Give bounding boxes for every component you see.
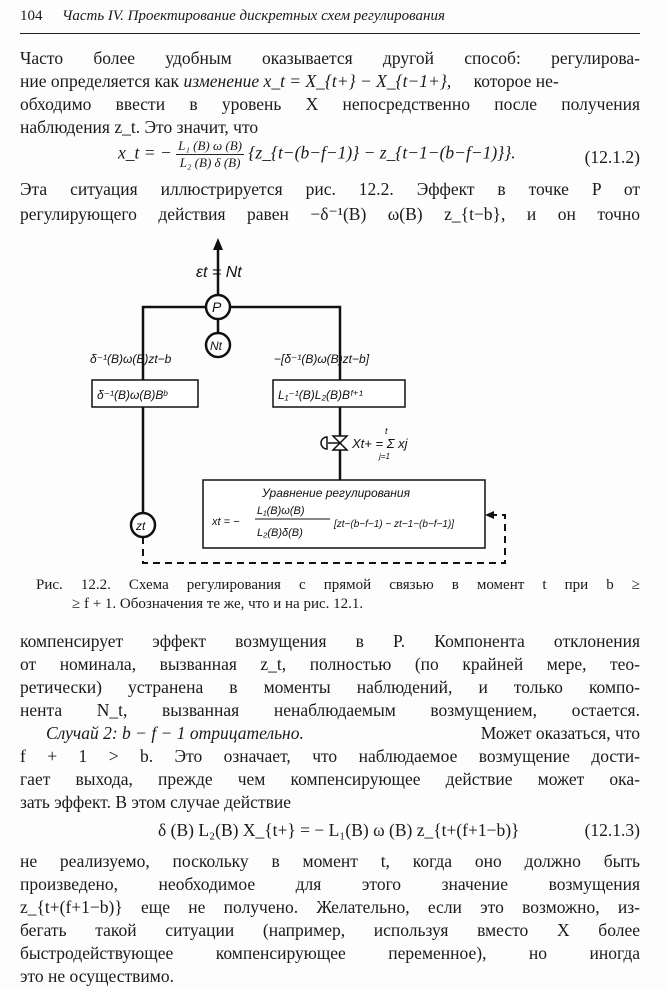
svg-text:j=1: j=1 bbox=[378, 452, 390, 461]
valve-label: Xt+ = Σ xj bbox=[351, 436, 409, 451]
text-line: регулирующего действия равен −δ⁻¹(B) ω(B… bbox=[20, 204, 640, 224]
text-line: зать эффект. В этом случае действие bbox=[20, 792, 291, 812]
text-line: произведено, необходимое для этого значе… bbox=[20, 874, 640, 894]
figure-caption: Рис. 12.2. Схема регулирования с прямой … bbox=[36, 577, 640, 593]
running-header: Часть IV. Проектирование дискретных схем… bbox=[62, 8, 445, 24]
svg-text:xt = −: xt = − bbox=[211, 516, 240, 528]
equation-12-1-3: δ (B) L₂(B) X_{t+} = − L₁(B) ω (B) z_{t+… bbox=[158, 820, 520, 840]
text-line: ретически) устранена в моменты наблюдени… bbox=[20, 677, 640, 697]
text-line: f + 1 > b. Это означает, что наблюдаемое… bbox=[20, 746, 640, 766]
node-z: zt bbox=[135, 519, 146, 533]
svg-text:[zt−(b−f−1) − zt−1−(b−f−1)]: [zt−(b−f−1) − zt−1−(b−f−1)] bbox=[333, 519, 454, 530]
left-box-text: δ⁻¹(B)ω(B)Bᵇ bbox=[97, 388, 168, 402]
page-number: 104 bbox=[20, 8, 43, 24]
svg-text:L₂(B)δ(B): L₂(B)δ(B) bbox=[257, 527, 303, 539]
figure-caption: ≥ f + 1. Обозначения те же, что и на рис… bbox=[72, 596, 364, 612]
text-line: быстродействующее компенсирующее перемен… bbox=[20, 943, 640, 963]
text-line: Часто более удобным оказывается другой с… bbox=[20, 48, 640, 68]
text-line: ние определяется как изменение x_t = X_{… bbox=[20, 71, 559, 91]
arrow-up-icon bbox=[213, 238, 223, 250]
node-n: Nt bbox=[210, 339, 223, 353]
svg-text:L₁(B)ω(B): L₁(B)ω(B) bbox=[257, 505, 305, 517]
right-box-text: L₁⁻¹(B)L₂(B)Bᶠ⁺¹ bbox=[278, 388, 363, 402]
text-line: это не осуществимо. bbox=[20, 966, 174, 986]
right-label: −[δ⁻¹(B)ω(B)zt−b] bbox=[274, 352, 370, 366]
text-line: компенсирует эффект возмущения в P. Комп… bbox=[20, 631, 640, 651]
header-rule bbox=[20, 33, 640, 34]
arrow-left-icon bbox=[485, 511, 494, 519]
equation-number: (12.1.3) bbox=[584, 820, 640, 840]
text-line: бегать такой ситуации (например, использ… bbox=[20, 920, 640, 940]
equation-number: (12.1.2) bbox=[584, 147, 640, 167]
text-line: обходимо ввести в уровень X непосредстве… bbox=[20, 94, 640, 114]
text-line: Случай 2: b − f − 1 отрицательно.Может о… bbox=[46, 723, 640, 743]
text-line: Эта ситуация иллюстрируется рис. 12.2. Э… bbox=[20, 179, 640, 199]
valve-icon bbox=[320, 435, 349, 451]
text-line: z_{t+(f+1−b)} еще не получено. Желательн… bbox=[20, 897, 640, 917]
text-line: не реализуемо, поскольку в момент t, ког… bbox=[20, 851, 640, 871]
text-line: гает выхода, прежде чем компенсирующее д… bbox=[20, 769, 640, 789]
text-line: от номинала, вызванная z_t, полностью (п… bbox=[20, 654, 640, 674]
text-line: нента N_t, вызванная ненаблюдаемым возму… bbox=[20, 700, 640, 720]
left-label: δ⁻¹(B)ω(B)zt−b bbox=[90, 352, 172, 366]
text-line: наблюдения z_t. Это значит, что bbox=[20, 117, 259, 137]
svg-text:t: t bbox=[385, 426, 388, 436]
box-title: Уравнение регулирования bbox=[261, 486, 411, 500]
node-p: P bbox=[212, 299, 222, 315]
equation-12-1-2: x_t = − L₁ (B) ω (B)L₂ (B) δ (B) {z_{t−(… bbox=[118, 138, 516, 170]
output-label: εt = Nt bbox=[196, 264, 242, 281]
